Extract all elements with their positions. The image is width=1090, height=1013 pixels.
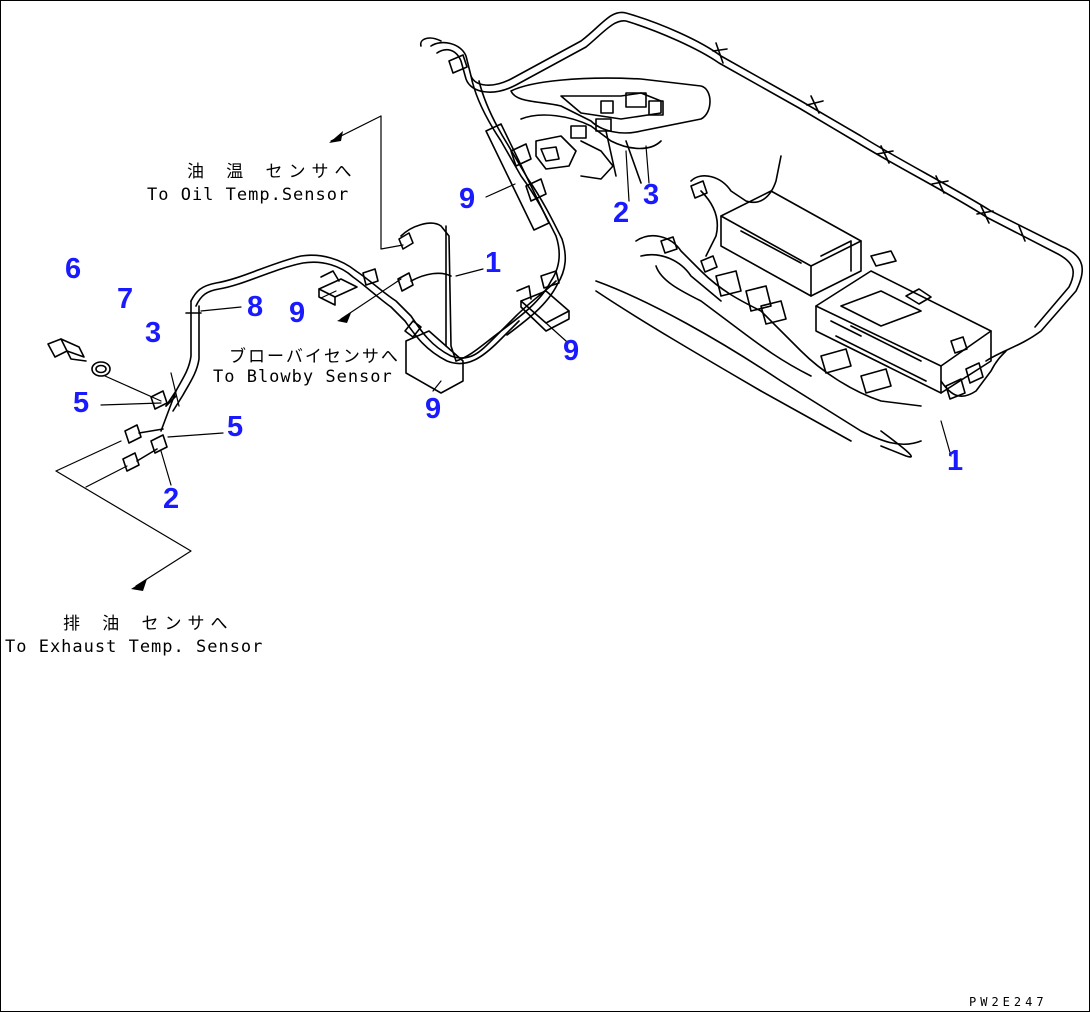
callout-7: 7	[117, 283, 134, 315]
ecu-wire-bundle	[595, 155, 1007, 458]
callout-1-left: 1	[485, 247, 502, 279]
callout-3: 3	[145, 317, 162, 349]
oil-temp-label-en: To Oil Temp.Sensor	[147, 185, 350, 205]
callout-1-right: 1	[947, 445, 964, 477]
callout-9-center: 9	[425, 393, 442, 425]
callout-9-top: 9	[459, 183, 476, 215]
oil-temp-label-jp: 油 温 センサへ	[187, 162, 358, 182]
callout-6: 6	[65, 253, 82, 285]
upper-harness-frame	[419, 11, 1083, 362]
inner-loop-harness	[510, 77, 711, 184]
callout-5-upper: 5	[73, 387, 90, 419]
clamp-plates	[318, 123, 570, 394]
callout-2-right: 2	[613, 197, 630, 229]
exhaust-label-en: To Exhaust Temp. Sensor	[5, 637, 264, 657]
callout-2: 2	[163, 483, 180, 515]
callout-5-lower: 5	[227, 411, 244, 443]
blowby-label-en: To Blowby Sensor	[213, 367, 393, 387]
left-harness	[160, 222, 557, 432]
controller-box	[720, 190, 992, 394]
drawing-code: PW2E247	[969, 995, 1048, 1009]
exhaust-label-jp: 排 油 センサへ	[63, 614, 234, 634]
callout-9-right: 9	[563, 335, 580, 367]
blowby-label-jp: ブローバイセンサへ	[229, 347, 400, 367]
callout-9-left: 9	[289, 297, 306, 329]
callout-8: 8	[247, 291, 264, 323]
arrow-heads	[131, 131, 351, 591]
callout-3-right: 3	[643, 179, 660, 211]
sensor-parts	[47, 338, 177, 472]
